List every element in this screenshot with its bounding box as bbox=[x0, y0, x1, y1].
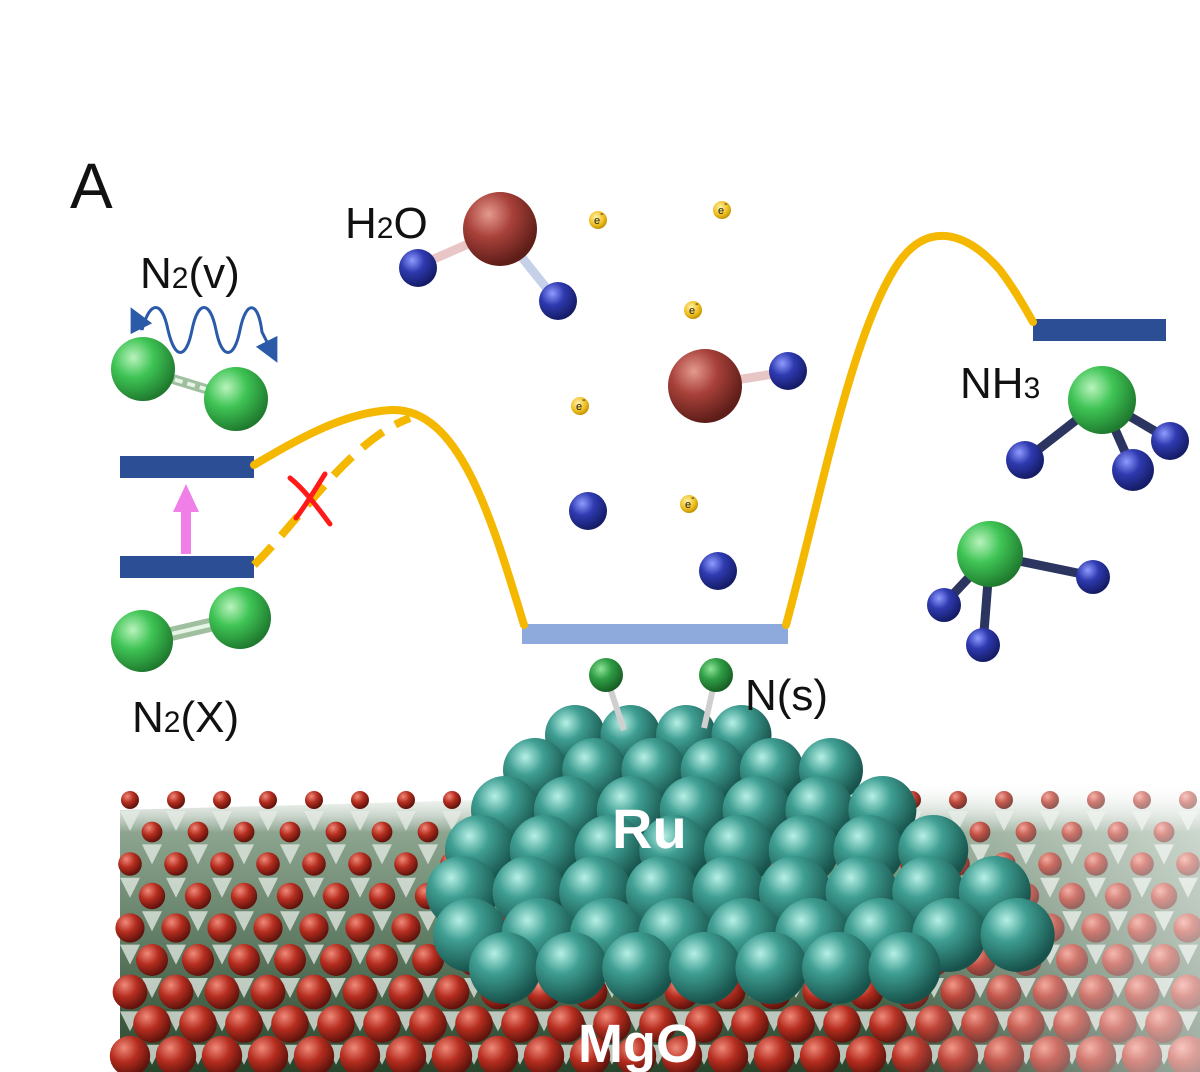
hydrogenation-pathway bbox=[782, 231, 1037, 629]
nitrogen-atom bbox=[111, 337, 175, 401]
hydrogen-atom bbox=[927, 588, 961, 622]
oxygen-atom bbox=[668, 349, 742, 423]
n2-x-label: N2(X) bbox=[132, 693, 239, 742]
ruthenium-atom bbox=[868, 932, 941, 1004]
hydrogen-atom bbox=[569, 492, 607, 530]
svg-text:e: e bbox=[718, 205, 724, 217]
svg-text:-: - bbox=[691, 492, 695, 504]
h2o-molecule bbox=[399, 192, 577, 320]
ruthenium-atom bbox=[535, 932, 608, 1004]
nitrogen-atom bbox=[957, 521, 1023, 587]
panel-label: A bbox=[70, 150, 113, 222]
nh3-label: NH3 bbox=[960, 359, 1040, 408]
ruthenium-atom bbox=[735, 932, 808, 1004]
nh3-molecule-lower bbox=[927, 521, 1110, 662]
n2-ground-molecule bbox=[111, 587, 271, 672]
blocked-path-cross-icon bbox=[287, 471, 333, 527]
reaction-pathway bbox=[250, 231, 1037, 629]
vibration-wave-icon bbox=[130, 306, 278, 363]
mgo-label: MgO bbox=[578, 1014, 698, 1072]
adsorbed-n-level bbox=[522, 624, 788, 644]
svg-text:e: e bbox=[689, 305, 695, 317]
hydrogen-atom bbox=[769, 352, 807, 390]
electron-icon: e- bbox=[684, 298, 702, 319]
n-s-label: N(s) bbox=[745, 671, 828, 720]
ruthenium-atom bbox=[469, 932, 541, 1004]
hydrogen-atom bbox=[399, 249, 437, 287]
electron-icon: e- bbox=[680, 492, 698, 513]
ground-state-pathway bbox=[251, 414, 412, 568]
svg-text:e: e bbox=[685, 499, 691, 511]
nitrogen-atom bbox=[209, 587, 271, 649]
nh3-molecule-upper bbox=[1006, 366, 1189, 491]
hydroxyl-fragment bbox=[668, 349, 807, 423]
excitation-arrow-icon bbox=[173, 484, 199, 554]
svg-text:-: - bbox=[724, 198, 728, 210]
ruthenium-atom bbox=[980, 898, 1055, 972]
hydrogen-atom bbox=[966, 628, 1000, 662]
ruthenium-atom bbox=[602, 932, 675, 1004]
n2-ground-level bbox=[120, 556, 254, 578]
svg-text:e: e bbox=[576, 401, 582, 413]
adsorbed-nitrogen bbox=[589, 658, 733, 731]
oxygen-atom bbox=[463, 192, 537, 266]
svg-text:-: - bbox=[582, 394, 586, 406]
nitrogen-atom bbox=[204, 367, 268, 431]
energy-levels bbox=[120, 319, 1166, 644]
n2-v-label: N2(v) bbox=[140, 249, 240, 298]
n2-excited-level bbox=[120, 456, 254, 478]
ruthenium-atom bbox=[802, 932, 874, 1004]
hydrogen-atom bbox=[1076, 560, 1110, 594]
svg-text:-: - bbox=[600, 208, 604, 220]
hydrogen-atom bbox=[539, 282, 577, 320]
nh3-level bbox=[1033, 319, 1166, 341]
nitrogen-atom bbox=[1068, 366, 1136, 434]
ru-nanoparticle bbox=[426, 705, 1055, 1004]
nitrogen-atom bbox=[111, 610, 173, 672]
h2o-label: H2O bbox=[345, 199, 428, 248]
hydrogen-atom bbox=[1006, 441, 1044, 479]
svg-text:e: e bbox=[594, 215, 600, 227]
hydrogen-atom bbox=[1112, 449, 1154, 491]
nitrogen-atom bbox=[699, 658, 733, 692]
hydrogen-atom bbox=[1151, 422, 1189, 460]
n2-vibrational-molecule bbox=[111, 337, 268, 431]
vibrational-pathway bbox=[250, 405, 528, 629]
electron-icon: e- bbox=[713, 198, 731, 219]
ruthenium-atom bbox=[668, 932, 741, 1004]
hydrogen-atom bbox=[699, 552, 737, 590]
electron-icon: e- bbox=[571, 394, 589, 415]
svg-text:-: - bbox=[695, 298, 699, 310]
ru-label: Ru bbox=[612, 797, 687, 860]
electrons: e-e-e-e-e- bbox=[571, 198, 731, 513]
electron-icon: e- bbox=[589, 208, 607, 229]
nitrogen-atom bbox=[589, 658, 623, 692]
